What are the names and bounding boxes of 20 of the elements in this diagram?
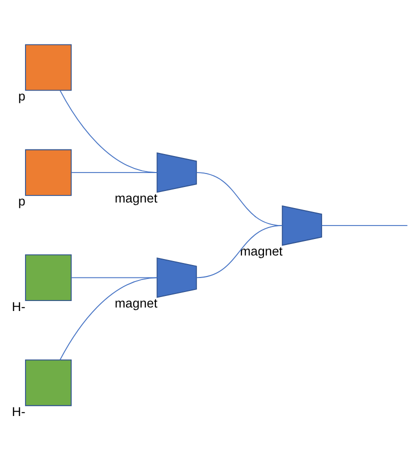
connector (71, 172, 158, 174)
node-box (25, 254, 72, 301)
node-trapezoid (282, 205, 322, 246)
connector (321, 225, 408, 226)
node-label: p (18, 194, 26, 209)
node-trapezoid (156, 257, 197, 298)
node-label: magnet (114, 296, 158, 311)
node-label: H- (12, 404, 26, 419)
connector (60, 90, 158, 174)
connector (196, 225, 283, 278)
node-box (25, 359, 72, 406)
node-box (25, 44, 72, 91)
node-box (25, 149, 72, 196)
node-label: magnet (114, 190, 158, 206)
node-label: p (18, 88, 26, 104)
connector (60, 277, 158, 360)
connector (71, 277, 158, 278)
node-label: magnet (240, 243, 283, 258)
node-trapezoid (156, 152, 197, 193)
node-label: H- (12, 298, 26, 314)
